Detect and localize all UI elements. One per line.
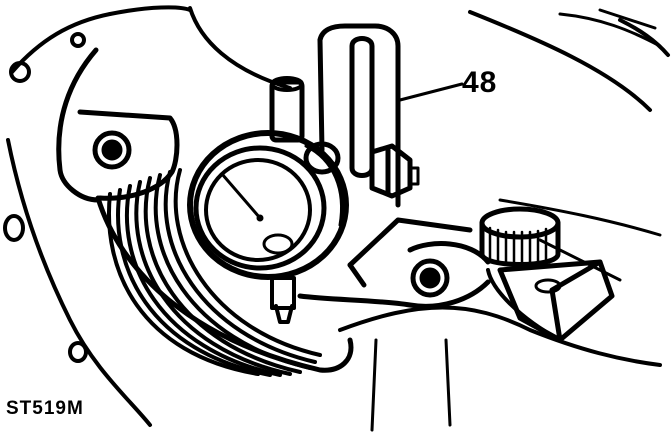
slide-block [486,259,615,343]
callout-leader-line [398,82,464,102]
callout-label: 48 [462,66,498,99]
figure-code-label: ST519M [6,398,84,419]
threaded-collar [95,168,354,377]
dial-indicator-icon [187,76,349,324]
gauge-bracket-icon [317,23,473,288]
reference-lines [370,338,452,432]
base-plate [297,241,491,309]
housing-outline [6,5,670,427]
thumb-screw [479,206,561,267]
housing-holes [3,32,88,363]
